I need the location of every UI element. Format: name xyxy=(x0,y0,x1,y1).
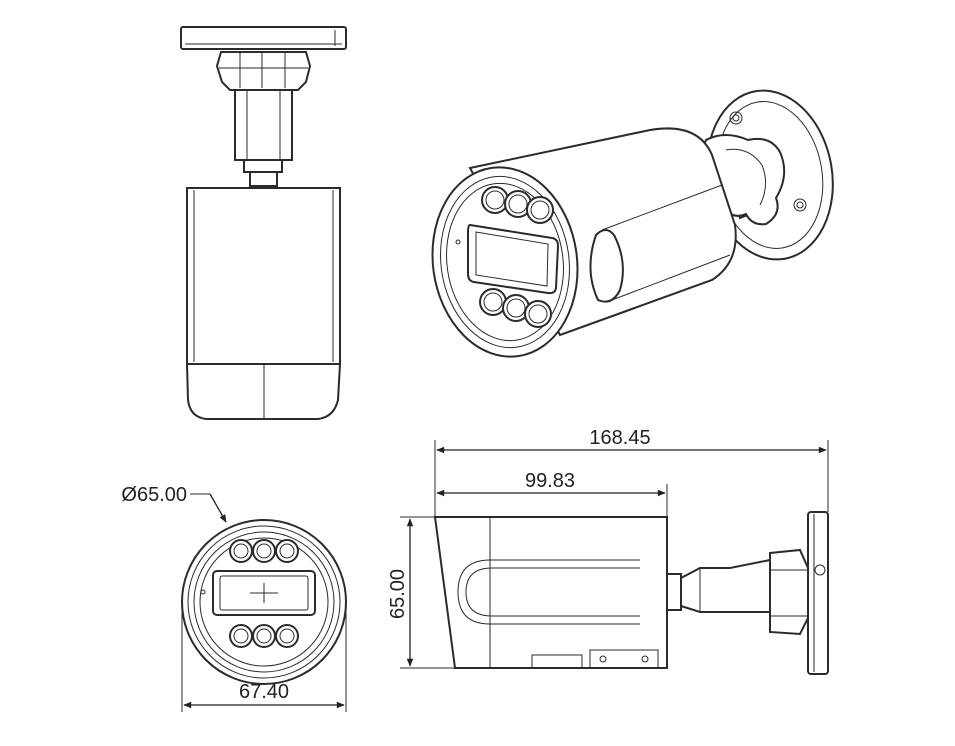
dimension-height: 65.00 xyxy=(387,569,409,619)
dimension-labels: 168.45 99.83 65.00 67.40 Ø65.00 xyxy=(121,427,650,703)
isometric-view xyxy=(431,89,834,358)
front-view xyxy=(181,519,347,685)
dimension-width: 67.40 xyxy=(239,681,289,703)
dimension-diameter: Ø65.00 xyxy=(121,484,187,506)
dimension-total-length: 168.45 xyxy=(589,427,650,449)
dimension-body-length: 99.83 xyxy=(525,470,575,492)
top-view xyxy=(180,26,347,420)
dimension-lines xyxy=(181,440,829,712)
side-view xyxy=(433,511,829,675)
